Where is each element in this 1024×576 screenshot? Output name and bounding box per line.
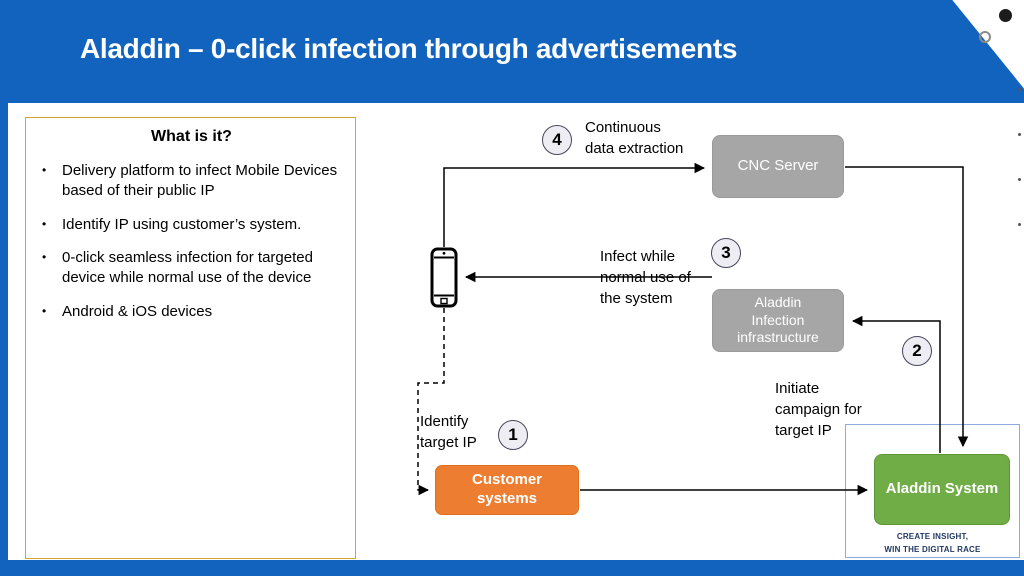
- bullet-text: Identify IP using customer’s system.: [62, 215, 302, 233]
- edge-dot-icon: [1018, 178, 1021, 181]
- bullet-icon: •: [42, 216, 47, 231]
- aladdin-system-label: Aladdin System: [885, 480, 999, 498]
- left-accent-bar: [0, 0, 8, 576]
- connector-cnc-to-aladdin-system: [845, 166, 969, 448]
- info-box: What is it? • Delivery platform to infec…: [25, 117, 356, 559]
- step-number: 2: [912, 341, 922, 360]
- bullet-text: Delivery platform to infect Mobile Devic…: [62, 162, 338, 199]
- step-number: 3: [721, 243, 731, 262]
- info-box-title: What is it?: [151, 128, 232, 145]
- step-circle-4: 4: [542, 125, 572, 155]
- brand-tagline: CREATE INSIGHT, WIN THE DIGITAL RACE: [845, 531, 1020, 557]
- step-circle-3: 3: [711, 238, 741, 268]
- step-number: 1: [508, 425, 518, 444]
- connector-phone-to-cnc: [443, 162, 706, 247]
- header-banner: [0, 0, 1024, 103]
- infection-infra-node: Aladdin Infection infrastructure: [712, 289, 844, 352]
- infection-infra-label: Aladdin Infection infrastructure: [737, 294, 819, 346]
- list-item: • Delivery platform to infect Mobile Dev…: [42, 161, 341, 201]
- customer-systems-node: Customer systems: [435, 465, 579, 515]
- bullet-text: Android & iOS devices: [62, 302, 213, 320]
- step-circle-2: 2: [902, 336, 932, 366]
- list-item: • 0-click seamless infection for targete…: [42, 248, 341, 288]
- brand-tagline-line1: CREATE INSIGHT,: [896, 532, 969, 541]
- edge-dot-icon: [1018, 223, 1021, 226]
- bullet-icon: •: [42, 303, 47, 318]
- list-item: • Android & iOS devices: [42, 302, 341, 322]
- bottom-accent-bar: [0, 560, 1024, 576]
- bullet-icon: •: [42, 250, 47, 265]
- cnc-server-node: CNC Server: [712, 135, 844, 198]
- cnc-server-label: CNC Server: [737, 157, 819, 175]
- connector-phone-to-customer-dashed: [417, 308, 445, 496]
- aladdin-system-node: Aladdin System: [874, 454, 1010, 525]
- step-label-4: Continuous data extraction: [585, 119, 684, 157]
- corner-ring-icon: [979, 31, 991, 43]
- edge-dot-icon: [1018, 133, 1021, 136]
- step-label-2: Initiate campaign for target IP: [775, 380, 862, 439]
- step-label-1: Identify target IP: [420, 413, 477, 451]
- step-number: 4: [552, 130, 562, 149]
- corner-dot-icon: [999, 9, 1012, 22]
- list-item: • Identify IP using customer’s system.: [42, 215, 341, 235]
- customer-systems-label: Customer systems: [471, 471, 542, 507]
- smartphone-icon: [430, 247, 458, 313]
- edge-dot-icon: [1018, 88, 1021, 91]
- step-circle-1: 1: [498, 420, 528, 450]
- brand-tagline-line2: WIN THE DIGITAL RACE: [884, 544, 981, 554]
- step-label-3: Infect while normal use of the system: [600, 248, 691, 307]
- bullet-text: 0-click seamless infection for targeted …: [62, 249, 313, 287]
- slide-title: Aladdin – 0-click infection through adve…: [80, 33, 738, 64]
- bullet-icon: •: [42, 163, 47, 177]
